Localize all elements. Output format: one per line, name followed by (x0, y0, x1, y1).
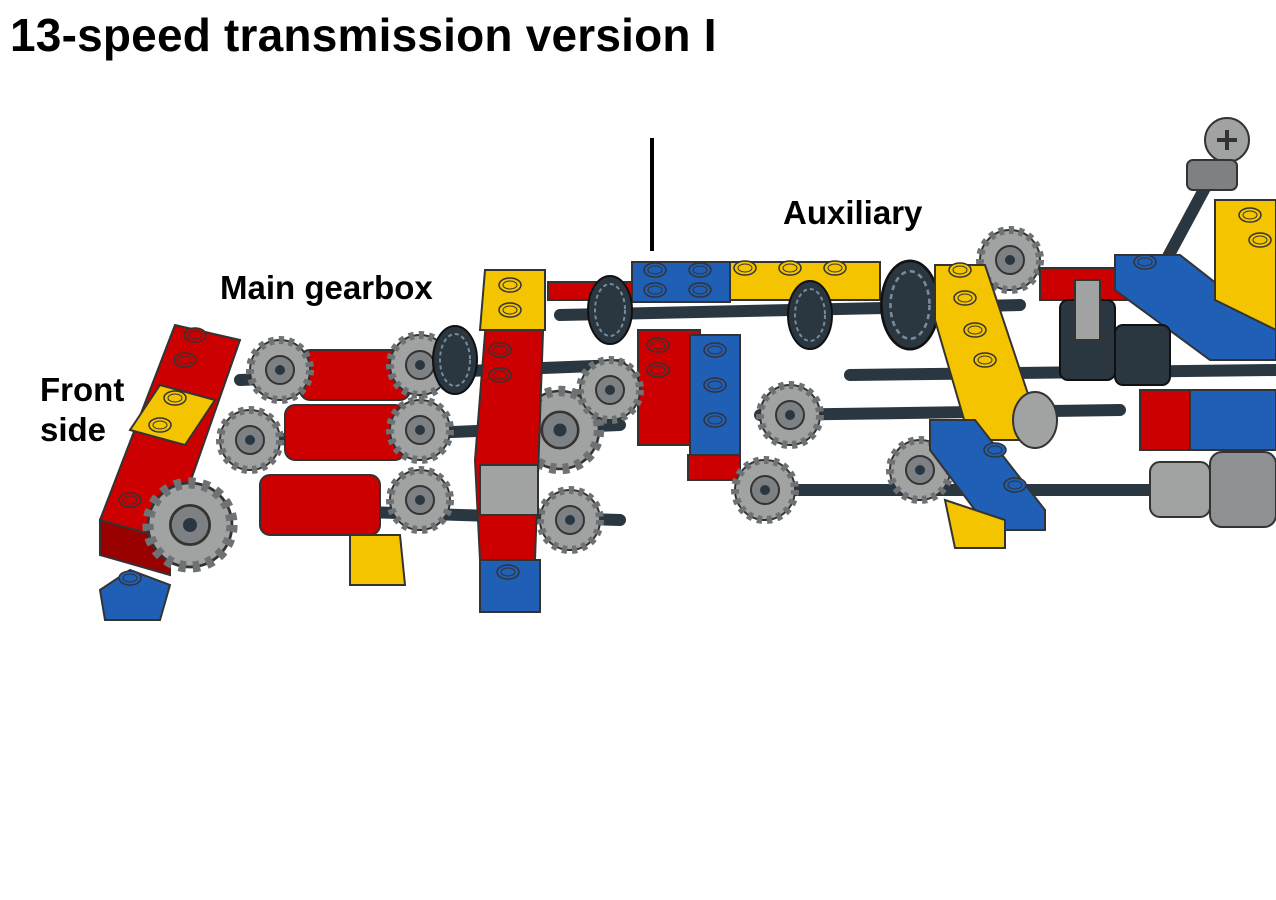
middle-frame (349, 268, 547, 613)
output-coupling (1149, 451, 1276, 528)
main-gearbox-label: Main gearbox (220, 269, 433, 306)
auxiliary-label: Auxiliary (783, 194, 923, 231)
front-frame (98, 323, 242, 621)
front-side-label: Front side (40, 371, 125, 448)
page-title: 13-speed transmission version I (10, 9, 717, 61)
center-blocks (637, 329, 741, 481)
section-divider-line (650, 138, 654, 251)
shift-lever (1012, 117, 1250, 449)
